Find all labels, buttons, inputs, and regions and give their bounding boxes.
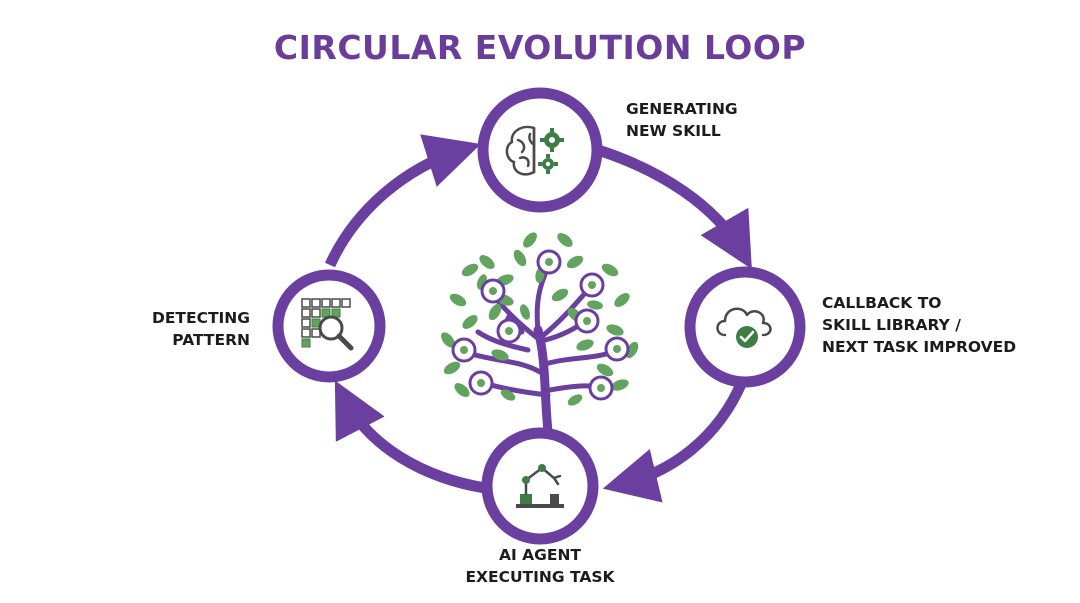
node-callback [684, 266, 806, 388]
node-generating [477, 87, 603, 213]
skill-tree-icon [441, 232, 639, 437]
label-line: SKILL LIBRARY / [822, 316, 961, 334]
arrow-generating-to-callback [596, 144, 752, 270]
label-line: EXECUTING TASK [465, 568, 615, 586]
loop-arrows [324, 134, 752, 503]
diagram-title: CIRCULAR EVOLUTION LOOP [273, 28, 807, 67]
label-line: DETECTING [151, 309, 250, 327]
label-generating: GENERATING NEW SKILL [626, 98, 738, 142]
grid-magnifier-icon [301, 298, 354, 351]
cloud-check-icon [716, 307, 772, 348]
label-line: CALLBACK TO [822, 294, 942, 312]
robot-arm-icon [516, 464, 564, 508]
brain-gears-icon [505, 125, 564, 176]
label-callback: CALLBACK TO SKILL LIBRARY / NEXT TASK IM… [822, 292, 1016, 358]
arrow-callback-to-executing [602, 379, 748, 503]
label-line: NEW SKILL [626, 122, 721, 140]
arrow-detecting-to-generating [324, 134, 481, 268]
label-line: AI AGENT [498, 546, 581, 564]
label-line: NEXT TASK IMPROVED [822, 338, 1017, 356]
label-line: GENERATING [626, 100, 738, 118]
node-executing [481, 427, 599, 545]
label-detecting: DETECTING PATTERN [100, 307, 250, 351]
label-executing: AI AGENT EXECUTING TASK [440, 544, 640, 588]
node-detecting [272, 269, 386, 383]
label-line: PATTERN [172, 331, 250, 349]
arrow-executing-to-detecting [334, 380, 486, 494]
